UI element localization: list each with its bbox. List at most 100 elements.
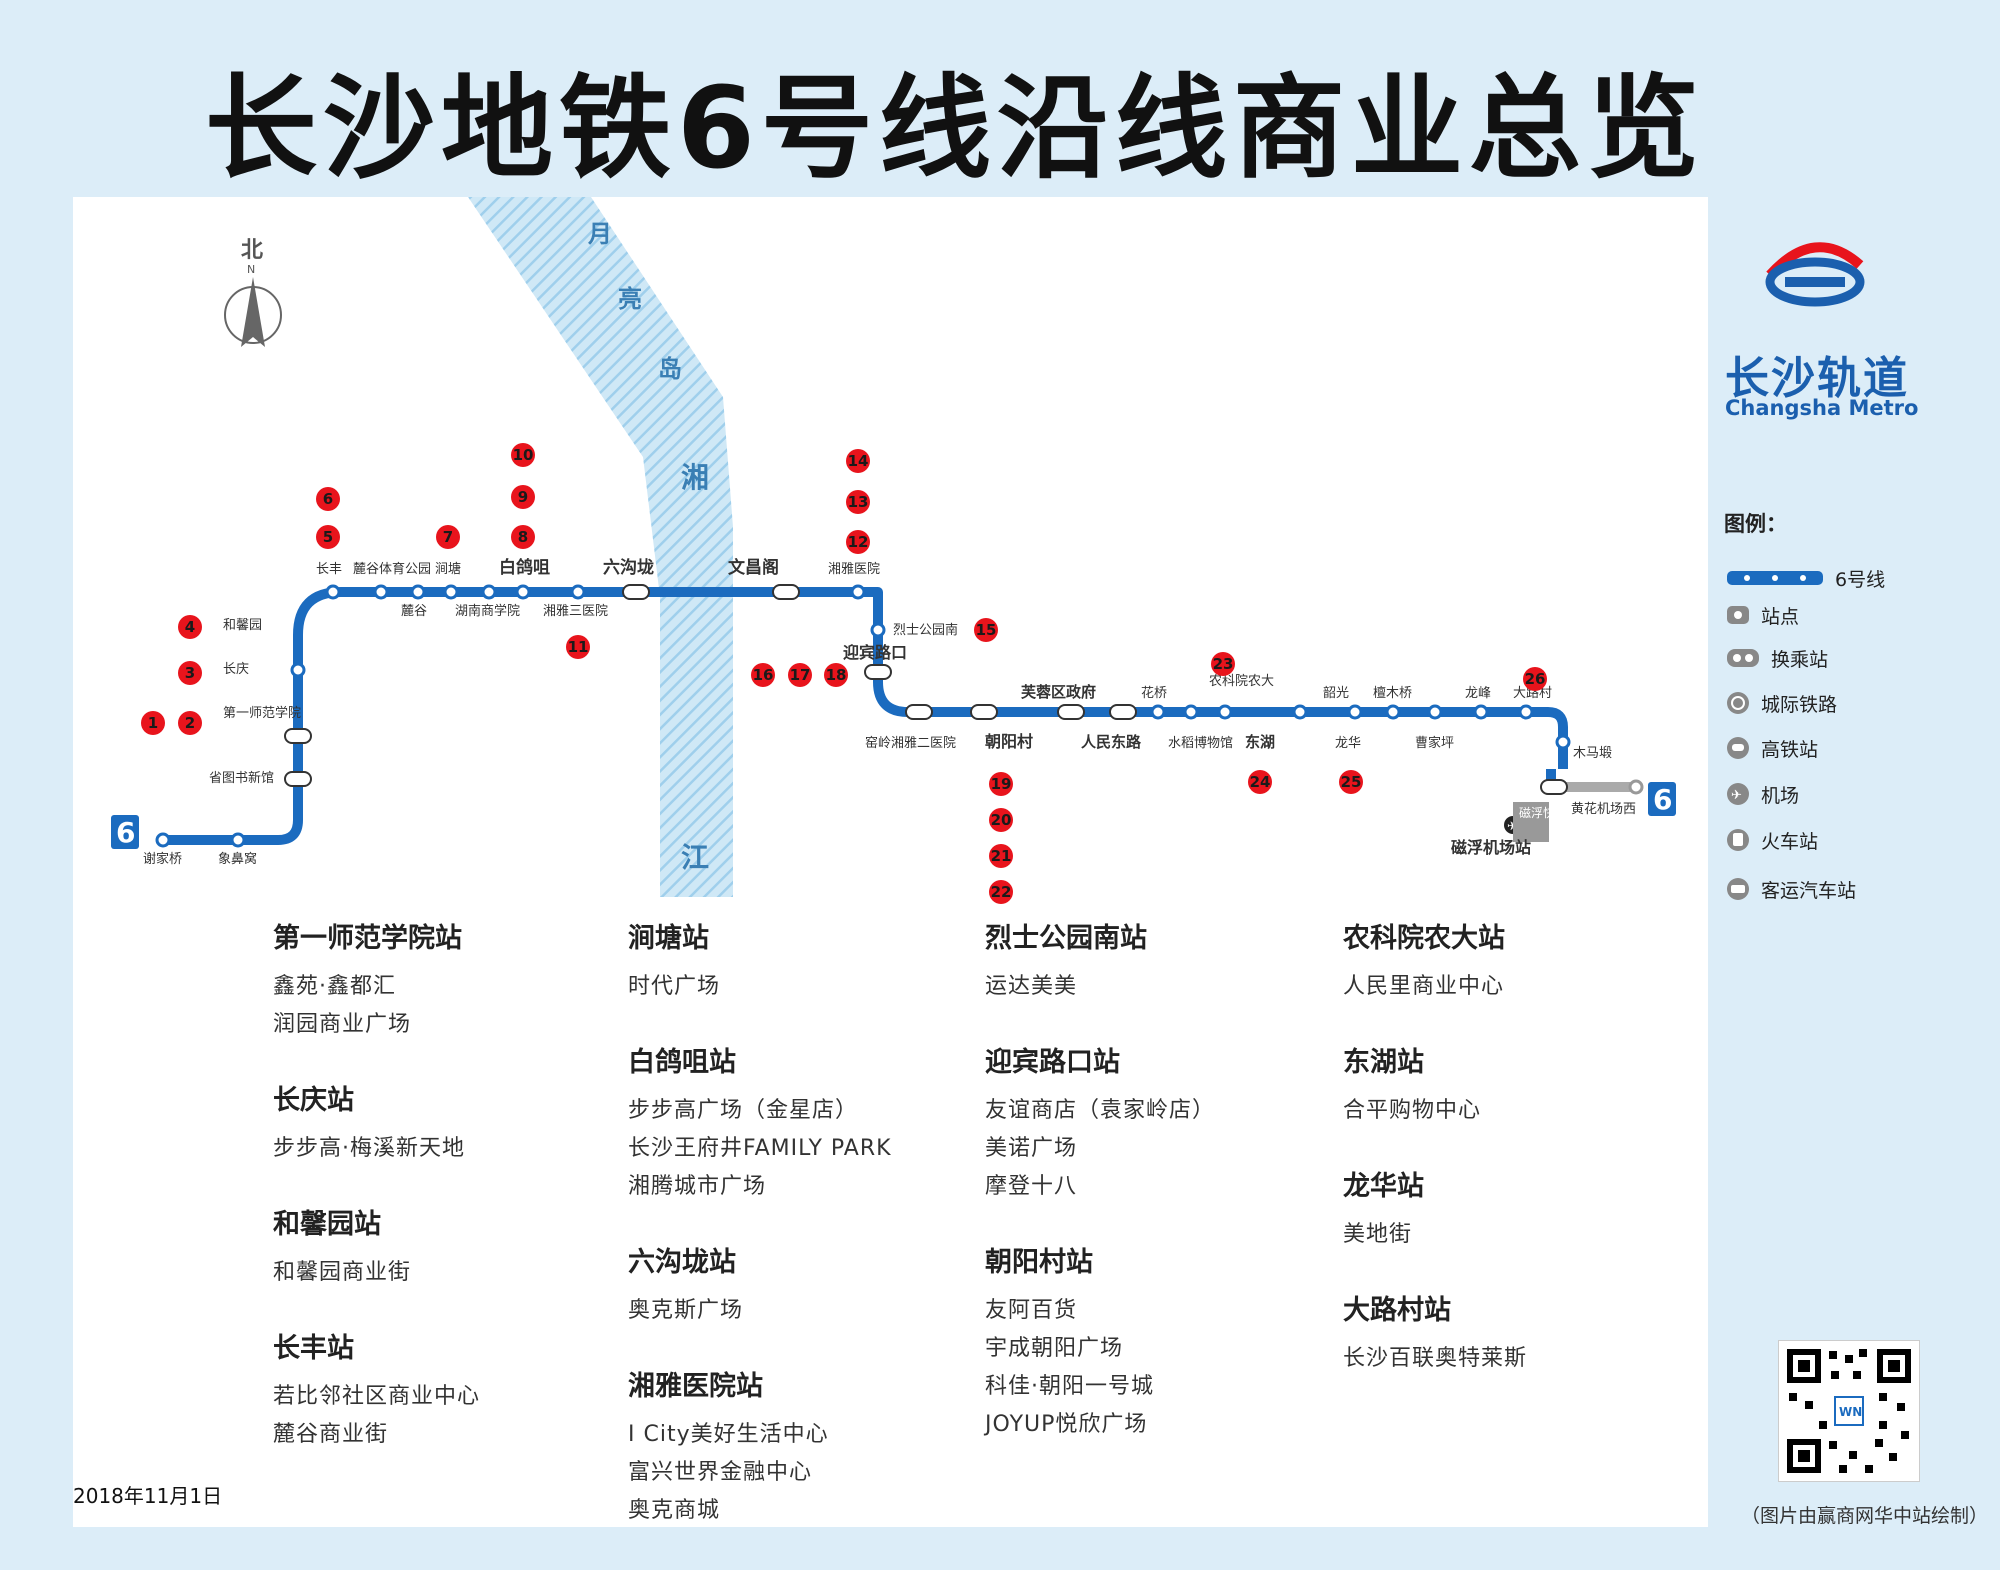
marker-1: 1 xyxy=(141,711,165,735)
legend-transfer: 换乘站 xyxy=(1725,643,1828,673)
station-lieshi: 烈士公园南 xyxy=(893,622,958,638)
river-name-xiang: 湘 xyxy=(681,461,709,494)
svg-text:14: 14 xyxy=(848,452,869,470)
station-business-school: 湖南商学院 xyxy=(455,603,520,619)
line-6-icon xyxy=(1727,571,1823,585)
svg-text:19: 19 xyxy=(991,775,1012,793)
marker-21: 21 xyxy=(989,844,1013,868)
station-maglev-airport: 磁浮机场站 xyxy=(1451,838,1531,857)
marker-14: 14 xyxy=(846,449,870,473)
svg-text:12: 12 xyxy=(848,533,869,551)
svg-text:23: 23 xyxy=(1213,655,1234,673)
marker-10: 10 xyxy=(511,443,535,467)
legend-train-station: 火车站 xyxy=(1725,825,1818,855)
river-name-jiang: 江 xyxy=(681,841,709,874)
marker-26: 26 xyxy=(1523,667,1547,691)
marker-3: 3 xyxy=(178,661,202,685)
svg-text:25: 25 xyxy=(1341,773,1362,791)
station-longhua: 龙华 xyxy=(1335,736,1361,751)
marker-24: 24 xyxy=(1248,770,1272,794)
station-hexinyuan: 和馨园 xyxy=(223,617,262,633)
marker-17: 17 xyxy=(788,663,812,687)
marker-19: 19 xyxy=(989,772,1013,796)
station-dots xyxy=(155,584,1644,848)
legend-airport: ✈ 机场 xyxy=(1725,779,1799,809)
station-jiantang: 涧塘 xyxy=(435,561,461,577)
svg-text:10: 10 xyxy=(513,446,534,464)
river-name-2: 亮 xyxy=(618,285,642,313)
station-xiangya: 湘雅医院 xyxy=(828,562,880,577)
line-badge-west: 6 xyxy=(111,815,139,849)
svg-text:8: 8 xyxy=(518,528,528,546)
marker-23: 23 xyxy=(1211,652,1235,676)
station-xiangbiwo: 象鼻窝 xyxy=(218,851,257,867)
station-shaoguang: 韶光 xyxy=(1323,685,1349,701)
svg-text:2: 2 xyxy=(185,714,195,732)
station-huanghua-west: 黄花机场西 xyxy=(1571,801,1636,817)
changsha-metro-logo xyxy=(1765,242,1865,307)
svg-text:✈: ✈ xyxy=(1507,819,1517,833)
station-mumaduan: 木马塅 xyxy=(1573,746,1612,761)
marker-20: 20 xyxy=(989,808,1013,832)
svg-text:26: 26 xyxy=(1525,670,1546,688)
station-liugoulong: 六沟垅 xyxy=(603,557,654,578)
station-baigezui: 白鸽咀 xyxy=(499,557,550,578)
group-nongke: 农科院农大站 人民里商业中心 xyxy=(1343,923,1505,999)
credit-label: （图片由赢商网华中站绘制） xyxy=(1740,1505,1988,1527)
svg-text:17: 17 xyxy=(790,666,811,684)
group-changfeng: 长丰站 若比邻社区商业中心麓谷商业街 xyxy=(273,1333,481,1447)
line-badge-east: 6 xyxy=(1648,782,1676,816)
svg-text:磁浮快线: 磁浮快线 xyxy=(1519,805,1567,820)
svg-text:7: 7 xyxy=(443,528,453,546)
brand-cn: 长沙轨道 xyxy=(1725,353,1909,404)
marker-18: 18 xyxy=(824,663,848,687)
svg-text:20: 20 xyxy=(991,811,1012,829)
station-rice-museum: 水稻博物馆 xyxy=(1168,736,1233,751)
legend-high-speed: 高铁站 xyxy=(1725,733,1818,763)
compass-label: 北 xyxy=(241,238,263,263)
svg-text:5: 5 xyxy=(323,528,333,546)
station-huaqiao: 花桥 xyxy=(1141,685,1167,701)
station-wenchangge: 文昌阁 xyxy=(728,557,779,578)
airport-icon: ✈ xyxy=(1727,783,1749,805)
group-yingbin: 迎宾路口站 友谊商店（袁家岭店）美诺广场摩登十八 xyxy=(985,1047,1216,1199)
river-name-3: 岛 xyxy=(658,355,682,383)
station-yaoling: 窑岭湘雅二医院 xyxy=(865,735,956,751)
svg-text:11: 11 xyxy=(568,638,589,656)
station-furong: 芙蓉区政府 xyxy=(1020,683,1096,701)
station-icon xyxy=(1727,606,1749,624)
group-dalucun: 大路村站 长沙百联奥特莱斯 xyxy=(1343,1295,1528,1371)
intercity-rail-icon xyxy=(1727,692,1749,714)
svg-text:6: 6 xyxy=(116,816,135,849)
marker-7: 7 xyxy=(436,525,460,549)
svg-text:9: 9 xyxy=(518,488,528,506)
marker-4: 4 xyxy=(178,615,202,639)
svg-text:3: 3 xyxy=(185,664,195,682)
north-arrow-icon xyxy=(241,277,265,347)
legend-line6: 6号线 xyxy=(1725,563,1885,593)
marker-5: 5 xyxy=(316,525,340,549)
group-changqing: 长庆站 步步高·梅溪新天地 xyxy=(273,1085,465,1161)
group-donghu: 东湖站 合平购物中心 xyxy=(1343,1047,1482,1123)
svg-text:18: 18 xyxy=(826,666,847,684)
page-title: 长沙地铁6号线沿线商业总览 xyxy=(205,64,1705,194)
group-lieshi: 烈士公园南站 运达美美 xyxy=(985,923,1147,999)
maglev-badge: 磁浮快线 xyxy=(1513,802,1567,842)
marker-22: 22 xyxy=(989,880,1013,904)
column-4: 农科院农大站 人民里商业中心 东湖站 合平购物中心 龙华站 美地街 大路村站 长… xyxy=(1343,922,1683,1418)
svg-text:22: 22 xyxy=(991,883,1012,901)
legend-intercity: 城际铁路 xyxy=(1725,688,1837,718)
svg-text:15: 15 xyxy=(976,621,997,639)
station-changfeng: 长丰 xyxy=(316,562,342,577)
marker-6: 6 xyxy=(316,487,340,511)
group-hexinyuan: 和馨园站 和馨园商业街 xyxy=(273,1209,412,1285)
marker-13: 13 xyxy=(846,490,870,514)
line-6-path xyxy=(163,587,1568,845)
svg-text:4: 4 xyxy=(185,618,195,636)
station-labels: 谢家桥 象鼻窝 省图书新馆 第一师范学院 长庆 和馨园 长丰 麓谷 麓谷体育公园… xyxy=(143,557,1636,867)
high-speed-rail-icon xyxy=(1727,737,1749,759)
station-xiangya3: 湘雅三医院 xyxy=(543,604,608,619)
group-liugoulong: 六沟垅站 奥克斯广场 xyxy=(628,1247,744,1323)
station-library: 省图书新馆 xyxy=(209,770,274,786)
svg-text:21: 21 xyxy=(991,847,1012,865)
